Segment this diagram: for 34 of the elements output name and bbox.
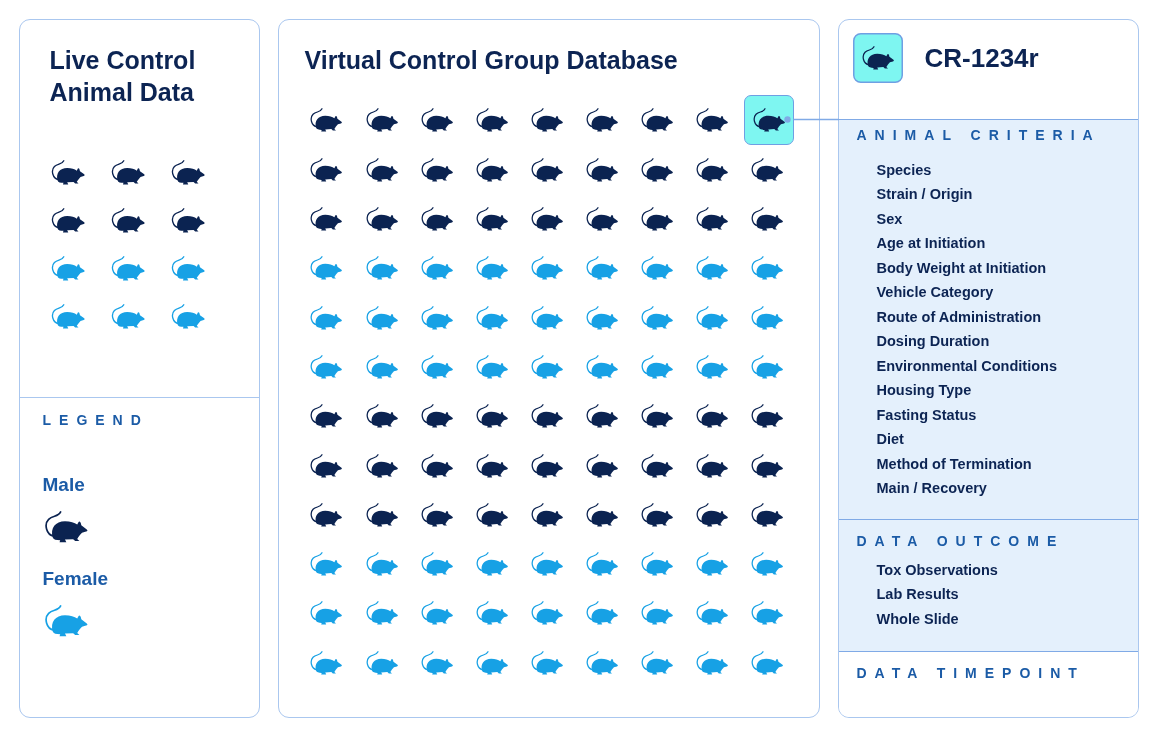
list-item: Fasting Status: [876, 405, 977, 425]
list-item: Diet: [876, 430, 904, 450]
list-item: Housing Type: [876, 381, 972, 401]
legend-heading: LEGEND: [42, 410, 149, 430]
list-item: Body Weight at Initiation: [876, 258, 1047, 278]
section-heading: DATA OUTCOME: [856, 532, 1065, 551]
outcome-section: [839, 518, 1138, 651]
list-item: Vehicle Category: [876, 283, 994, 303]
section-heading: DATA TIMEPOINT: [856, 664, 1085, 683]
section-heading: ANIMAL CRITERIA: [856, 126, 1101, 145]
list-item: Lab Results: [876, 585, 959, 605]
list-item: Environmental Conditions: [876, 356, 1057, 376]
panel-title: Virtual Control Group Database: [304, 44, 678, 76]
list-item: Dosing Duration: [876, 332, 990, 352]
legend-label: Female: [42, 566, 108, 591]
panel-title: Live Control Animal Data: [49, 44, 197, 108]
timepoint-section: [839, 650, 1138, 717]
list-item: Method of Termination: [876, 454, 1032, 474]
live-data-panel: [19, 19, 260, 718]
list-item: Sex: [876, 209, 903, 229]
criteria-section: [839, 118, 1138, 519]
list-item: Route of Administration: [876, 307, 1042, 327]
list-item: Tox Observations: [876, 560, 998, 580]
list-item: Age at Initiation: [876, 234, 986, 254]
list-item: Main / Recovery: [876, 479, 987, 499]
list-item: Whole Slide: [876, 609, 959, 629]
database-panel: [278, 19, 820, 718]
list-item: Species: [876, 160, 932, 180]
connector-line: [784, 116, 840, 123]
list-item: Strain / Origin: [876, 185, 973, 205]
legend-label: Male: [42, 472, 85, 497]
highlighted-tile: [743, 94, 794, 145]
record-title: CR-1234r: [924, 41, 1039, 74]
record-panel: [838, 19, 1139, 718]
